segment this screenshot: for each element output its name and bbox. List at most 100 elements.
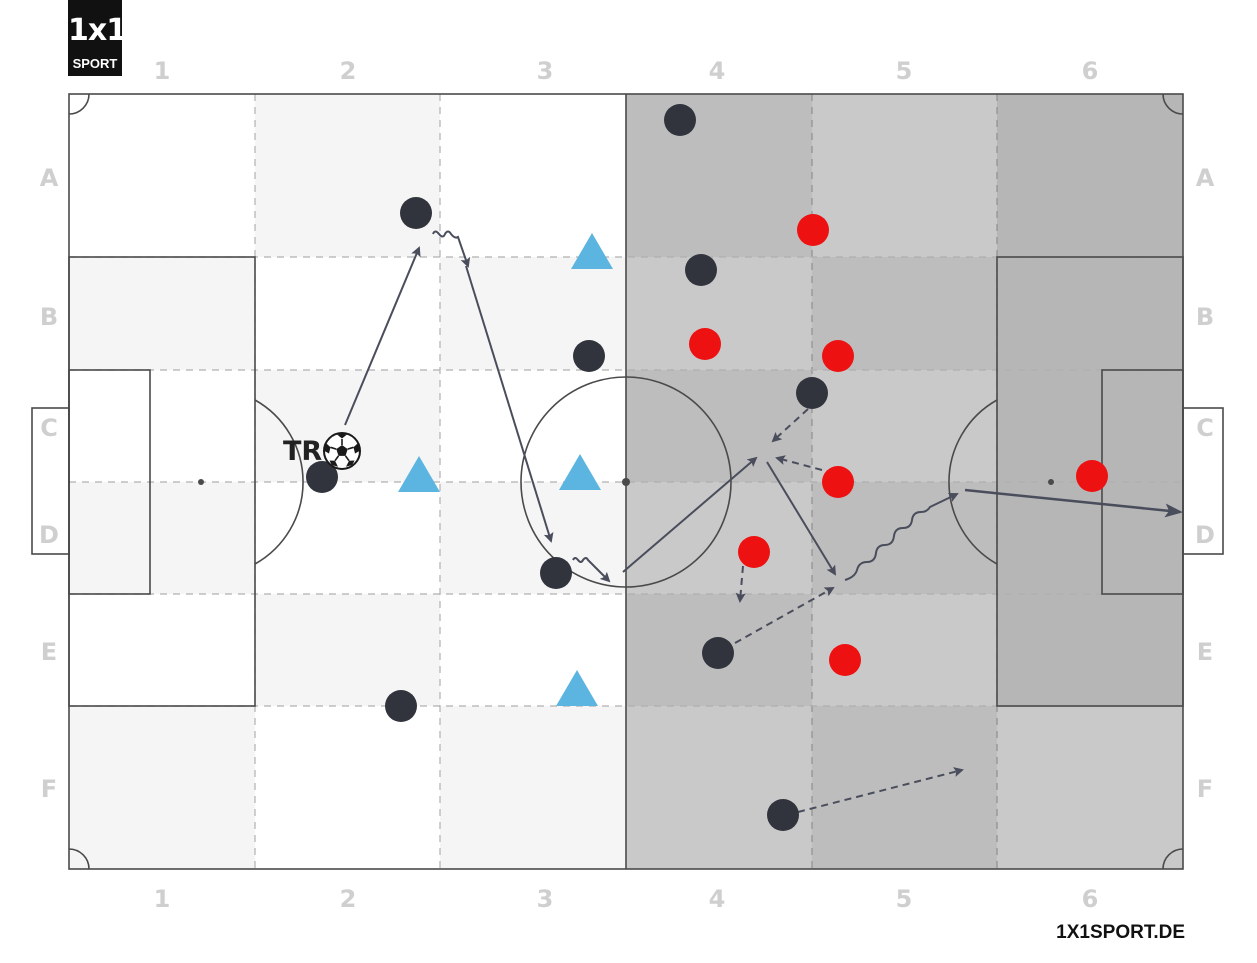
row-label: B (40, 303, 58, 331)
column-label: 3 (537, 57, 554, 85)
corner-arc-bottom-left (68, 848, 90, 870)
logo-sport-text: SPORT (72, 56, 118, 71)
row-label: C (40, 414, 58, 442)
row-labels-left: A B C D E F (39, 164, 59, 803)
player-dark (767, 799, 799, 831)
player-red (822, 340, 854, 372)
logo-mark: 1x1 (68, 13, 127, 48)
row-label: A (1196, 164, 1215, 192)
run-arrow (797, 767, 964, 813)
column-label: 6 (1082, 885, 1099, 913)
player-dark (573, 340, 605, 372)
zone-col5-d (812, 482, 997, 594)
row-label: F (1197, 775, 1213, 803)
player-dark (685, 254, 717, 286)
team-red-players (689, 214, 1108, 676)
cones (398, 233, 613, 706)
player-dark (306, 461, 338, 493)
corner-arc-top-right (1162, 93, 1184, 115)
zone-col2-e (255, 594, 440, 706)
website-credit: 1X1SPORT.DE (1056, 922, 1185, 943)
pass-arrows (344, 246, 1183, 576)
column-labels-top: 1 2 3 4 5 6 (154, 57, 1099, 85)
row-label: D (39, 521, 59, 549)
column-label: 1 (154, 57, 171, 85)
player-dark (540, 557, 572, 589)
brand-logo: 1x1 SPORT (68, 0, 127, 76)
zone-col3-d (440, 482, 626, 594)
zone-col6-dark (997, 94, 1183, 706)
player-dark (385, 690, 417, 722)
run-arrow (775, 455, 823, 471)
column-label: 5 (896, 885, 913, 913)
player-dark (664, 104, 696, 136)
column-label: 4 (709, 885, 726, 913)
run-arrow (734, 587, 835, 644)
zone-col4-a (626, 94, 812, 257)
zone-col2-a (255, 94, 440, 257)
column-label: 3 (537, 885, 554, 913)
player-dark (796, 377, 828, 409)
column-label: 2 (340, 885, 357, 913)
zone-col1-band-b (69, 257, 255, 370)
center-spot (622, 478, 630, 486)
run-arrow (771, 408, 809, 443)
left-penalty-arc (254, 399, 304, 565)
column-label: 4 (709, 57, 726, 85)
cone-marker (398, 456, 440, 492)
left-penalty-spot (198, 479, 204, 485)
zone-col1-band-d (69, 482, 255, 594)
player-dark (702, 637, 734, 669)
left-goal (31, 407, 70, 555)
right-penalty-arc (948, 399, 998, 565)
dribble-arrows (432, 230, 959, 583)
dribble-arrow (432, 230, 471, 268)
row-label: F (41, 775, 57, 803)
column-label: 5 (896, 57, 913, 85)
row-label: B (1196, 303, 1214, 331)
player-red (689, 328, 721, 360)
column-label: 2 (340, 57, 357, 85)
corner-arc-bottom-right (1162, 848, 1184, 870)
row-label: D (1195, 521, 1215, 549)
run-arrow (735, 565, 746, 603)
soccer-ball-icon (323, 432, 361, 470)
pitch-markings (31, 93, 1224, 870)
right-goal (1182, 407, 1224, 555)
zone-col5-f (812, 706, 997, 869)
dribble-arrow (572, 557, 611, 583)
dribble-arrow (844, 492, 959, 581)
zone-col3-f (440, 706, 626, 869)
column-labels-bottom: 1 2 3 4 5 6 (154, 885, 1099, 913)
start-marker-label: TR (283, 436, 322, 467)
row-label: C (1196, 414, 1214, 442)
cone-marker (556, 670, 598, 706)
run-arrows (734, 408, 964, 813)
column-label: 6 (1082, 57, 1099, 85)
team-dark-players (306, 104, 828, 831)
pass-arrow (766, 461, 837, 576)
cone-marker (571, 233, 613, 269)
player-red (1076, 460, 1108, 492)
cone-marker (559, 454, 601, 490)
player-red (738, 536, 770, 568)
column-label: 1 (154, 885, 171, 913)
zone-col6-f (997, 706, 1183, 869)
player-red (829, 644, 861, 676)
shot-arrow (964, 488, 1183, 518)
row-label: E (41, 638, 57, 666)
right-penalty-spot (1048, 479, 1054, 485)
pass-arrow (465, 265, 554, 543)
corner-arc-top-left (68, 93, 90, 115)
center-circle (520, 376, 732, 588)
row-label: E (1197, 638, 1213, 666)
pass-arrow (344, 246, 421, 426)
player-red (797, 214, 829, 246)
zone-col4-c (626, 370, 812, 482)
pass-arrow (622, 456, 758, 573)
player-red (822, 466, 854, 498)
zone-col1-f (69, 706, 255, 869)
row-label: A (40, 164, 59, 192)
row-labels-right: A B C D E F (1195, 164, 1215, 803)
